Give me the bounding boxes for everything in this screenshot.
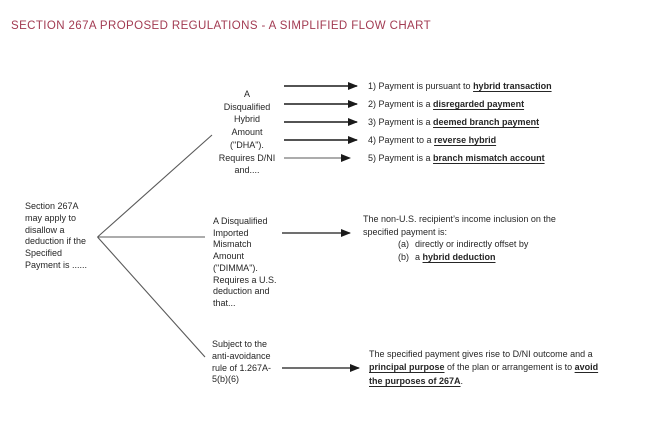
item-b-emphasis: hybrid deduction <box>422 251 496 262</box>
dimma-outcome-text: The non-U.S. recipient’s income inclusio… <box>363 213 556 263</box>
dimma-label-line: Mismatch <box>213 239 252 250</box>
item-b-label: (b) <box>398 251 409 262</box>
anti-avoidance-label-line: 5(b)(6) <box>212 374 240 385</box>
anti-avoidance-outcome-text: The specified payment gives rise to D/NI… <box>369 348 598 388</box>
outcome-emphasis: the purposes of 267A <box>369 375 461 386</box>
dha-label-line: Amount <box>231 127 263 138</box>
dimma-outcome-line: The non-U.S. recipient’s income inclusio… <box>363 214 556 224</box>
outcome-emphasis: avoid <box>574 362 599 373</box>
root-condition-line: deduction if the <box>25 236 87 247</box>
dimma-label-line: deduction and <box>213 286 270 297</box>
outcome-emphasis: reverse hybrid <box>434 135 497 145</box>
root-condition-line: may apply to <box>25 212 77 223</box>
item-a-label: (a) <box>398 239 409 250</box>
dha-outcome-2: 2) Payment is a disregarded payment <box>368 98 524 110</box>
anti-avoidance-outcome-line: The specified payment gives rise to D/NI… <box>369 349 593 359</box>
dha-label-line: A <box>243 89 250 99</box>
dha-label-line: Hybrid <box>233 114 260 125</box>
dimma-outcome-item-a: (a) directly or indirectly offset by <box>363 238 556 251</box>
anti-avoidance-label-line: Subject to the <box>212 339 268 349</box>
anti-avoidance-label-line: anti-avoidance <box>212 350 271 361</box>
dha-label-line: ("DHA"). <box>230 139 264 150</box>
root-condition-line: Specified <box>25 248 63 259</box>
dha-label-line: and.... <box>234 165 260 176</box>
outcome-text: 5) Payment is a <box>368 153 434 163</box>
outcome-emphasis: hybrid transaction <box>473 81 552 91</box>
outcome-text: 3) Payment is a <box>368 117 434 127</box>
dimma-label-line: Requires a U.S. <box>213 274 277 285</box>
dha-outcome-3: 3) Payment is a deemed branch payment <box>368 116 539 128</box>
root-condition-line: Section 267A <box>25 201 79 211</box>
dimma-branch-label: A Disqualified Imported Mismatch Amount … <box>213 216 277 310</box>
anti-avoidance-outcome-line: the purposes of 267A. <box>369 375 598 388</box>
root-condition-text: Section 267A may apply to disallow a ded… <box>25 201 87 272</box>
dimma-label-line: Amount <box>213 251 245 262</box>
branch-fork-lines <box>97 134 213 358</box>
dimma-label-line: ("DIMMA"). <box>213 262 258 273</box>
outcome-text: of the plan or arrangement is to <box>444 362 575 373</box>
dha-outcome-arrows <box>284 82 358 162</box>
dha-label-line: Requires D/NI <box>218 152 276 163</box>
outcome-emphasis: deemed branch payment <box>433 117 540 127</box>
outcome-text: 2) Payment is a <box>368 99 434 109</box>
outcome-emphasis: disregarded payment <box>433 99 525 109</box>
dimma-label-line: that... <box>213 297 236 308</box>
dha-outcome-1: 1) Payment is pursuant to hybrid transac… <box>368 80 552 92</box>
outcome-text: . <box>460 375 464 386</box>
anti-avoidance-branch-label: Subject to the anti-avoidance rule of 1.… <box>212 339 271 386</box>
dha-outcome-5: 5) Payment is a branch mismatch account <box>368 152 545 164</box>
outcome-text: 1) Payment is pursuant to <box>368 81 474 91</box>
dimma-outcome-line: specified payment is: <box>363 226 448 237</box>
dimma-label-line: A Disqualified <box>213 216 268 226</box>
outcome-emphasis: principal purpose <box>369 362 445 373</box>
item-a-text: directly or indirectly offset by <box>415 239 529 250</box>
page-title: SECTION 267A PROPOSED REGULATIONS - A SI… <box>11 20 432 32</box>
dimma-outcome-item-b: (b) a hybrid deduction <box>363 251 556 264</box>
dimma-label-line: Imported <box>213 227 249 238</box>
outcome-emphasis: branch mismatch account <box>433 153 545 163</box>
dha-label-line: Disqualified <box>223 101 271 112</box>
outcome-text: 4) Payment to a <box>368 135 435 145</box>
root-condition-line: Payment is ...... <box>25 259 88 270</box>
dha-outcome-4: 4) Payment to a reverse hybrid <box>368 134 496 146</box>
item-b-pre: a <box>415 251 423 262</box>
dha-branch-label: A Disqualified Hybrid Amount ("DHA"). Re… <box>207 88 287 177</box>
anti-avoidance-label-line: rule of 1.267A- <box>212 362 272 373</box>
root-condition-line: disallow a <box>25 224 65 235</box>
anti-avoidance-outcome-line: principal purpose of the plan or arrange… <box>369 361 598 374</box>
